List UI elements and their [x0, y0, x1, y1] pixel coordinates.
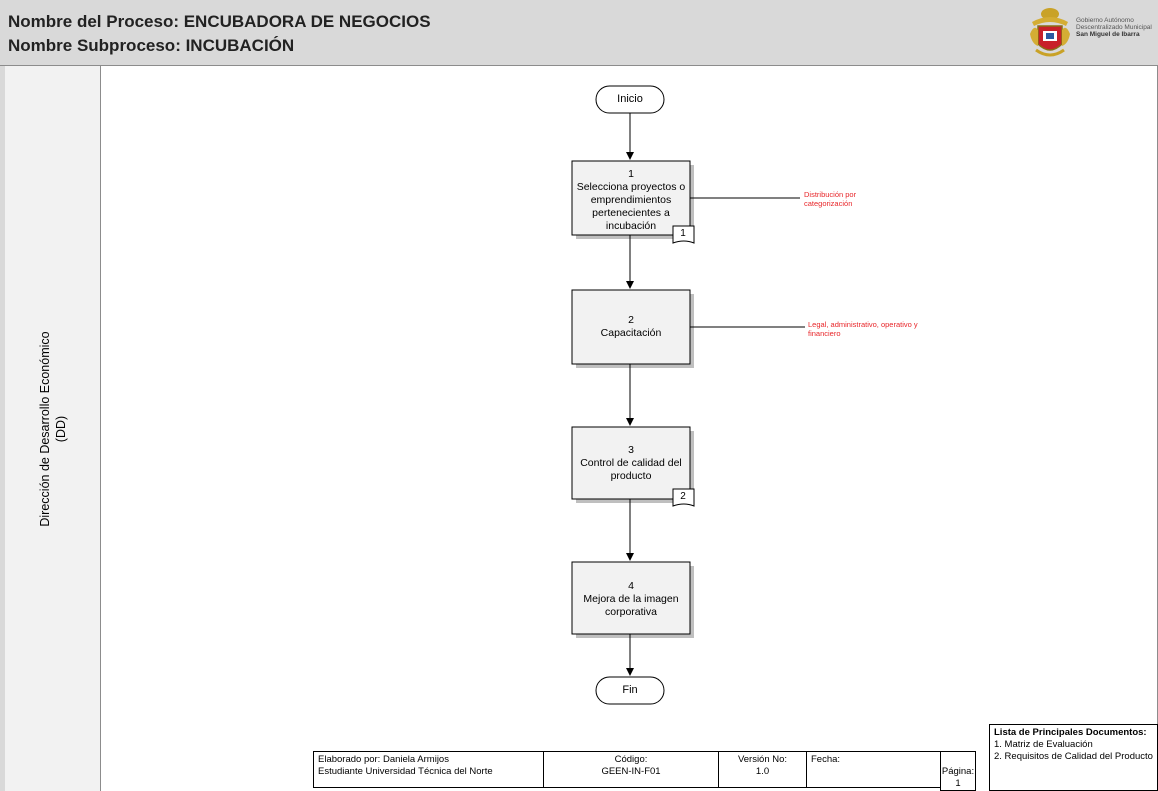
author-cell: Elaborado por: Daniela Armijos Estudiant… [313, 751, 544, 788]
logo-caption: Gobierno Autónomo Descentralizado Munici… [1076, 17, 1152, 38]
documents-title: Lista de Principales Documentos: [994, 727, 1147, 738]
start-label: Inicio [617, 93, 643, 105]
process-name: Nombre del Proceso: ENCUBADORA DE NEGOCI… [8, 12, 431, 31]
end-label: Fin [622, 684, 638, 696]
note-training-areas: Legal, administrativo, operativo y finan… [808, 320, 918, 338]
municipality-logo [1030, 8, 1070, 57]
process-step-4 [571, 561, 694, 638]
end-terminator [595, 676, 665, 705]
step-1-label: Selecciona proyectos o emprendimientos p… [576, 181, 686, 232]
subprocess-name: Nombre Subproceso: INCUBACIÓN [8, 36, 295, 55]
step-4-label: Mejora de la imagen corporativa [583, 593, 679, 618]
swimlane-label: Dirección de Desarrollo Económico (DD) [5, 66, 101, 791]
note-distribution: Distribución por categorización [804, 190, 857, 208]
step-1-text: 1 Selecciona proyectos o emprendimientos… [572, 168, 690, 233]
step-2-number: 2 [628, 314, 634, 326]
process-step-2 [571, 289, 694, 368]
step-1-number: 1 [628, 168, 634, 180]
step-4-number: 4 [628, 580, 634, 592]
page-cell: Página: 1 [940, 751, 976, 791]
document-item-1: 1. Matriz de Evaluación [994, 739, 1093, 750]
step-4-text: 4 Mejora de la imagen corporativa [572, 580, 690, 619]
date-cell: Fecha: [806, 751, 941, 788]
step-3-number: 3 [628, 444, 634, 456]
document-ref-1: 1 [680, 228, 686, 239]
step-3-label: Control de calidad del producto [580, 457, 682, 482]
code-cell: Código: GEEN-IN-F01 [543, 751, 719, 788]
document-ref-2: 2 [680, 491, 686, 502]
process-header: Nombre del Proceso: ENCUBADORA DE NEGOCI… [0, 0, 1158, 66]
document-marker-2 [672, 488, 695, 507]
document-marker-1 [672, 225, 695, 244]
step-3-text: 3 Control de calidad del producto [572, 444, 690, 483]
document-item-2: 2. Requisitos de Calidad del Producto [994, 751, 1153, 762]
step-2-text: 2 Capacitación [572, 314, 690, 340]
footer-table: Elaborado por: Daniela Armijos Estudiant… [313, 751, 941, 788]
step-2-label: Capacitación [600, 327, 662, 339]
documents-list: Lista de Principales Documentos: 1. Matr… [989, 724, 1158, 791]
version-cell: Versión No: 1.0 [718, 751, 807, 788]
